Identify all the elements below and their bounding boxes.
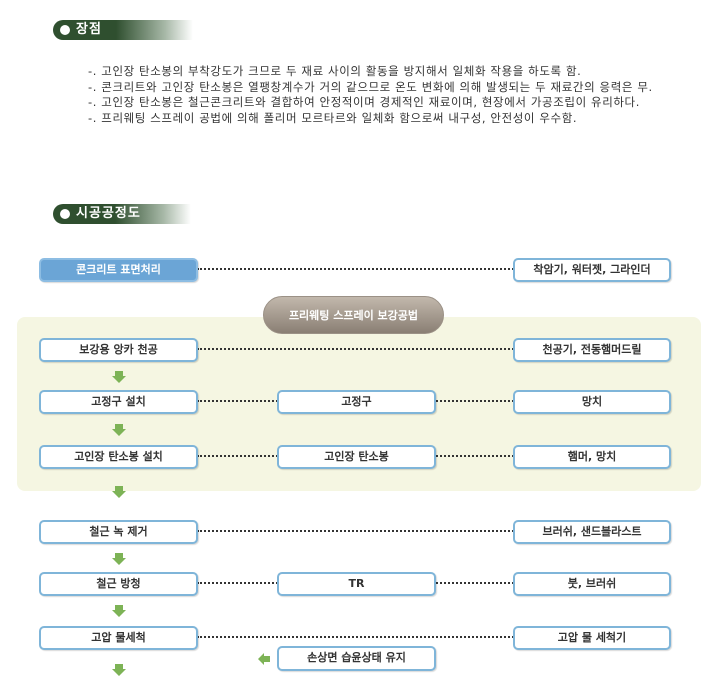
- bullet-icon: [60, 209, 70, 219]
- tools-box-anchor-drilling: 천공기, 전동햄머드릴: [513, 338, 671, 362]
- connector-line: [197, 268, 514, 270]
- advantage-item: -. 콘크리트와 고인장 탄소봉은 열팽창계수가 거의 같으므로 온도 변화에 …: [88, 79, 653, 94]
- advantages-list: -. 고인장 탄소봉의 부착강도가 크므로 두 재료 사이의 활동을 방지해서 …: [88, 64, 714, 126]
- process-heading-text: 시공공정도: [76, 206, 141, 221]
- tools-box-surface-treatment: 착암기, 워터젯, 그라인더: [513, 258, 671, 282]
- tools-box-carbon-rod-install: 햄머, 망치: [513, 445, 671, 469]
- advantages-heading: 장점: [53, 20, 193, 40]
- down-arrow-icon: [112, 664, 126, 676]
- process-heading: 시공공정도: [53, 204, 191, 224]
- down-arrow-icon: [112, 371, 126, 383]
- tools-box-rust-removal: 브러쉬, 샌드블라스트: [513, 520, 671, 544]
- down-arrow-icon: [112, 486, 126, 498]
- left-arrow-icon: [258, 653, 270, 665]
- step-box-carbon-rod-install: 고인장 탄소봉 설치: [39, 445, 198, 469]
- step-box-anchor-drilling: 보강용 앙카 천공: [39, 338, 198, 362]
- down-arrow-icon: [112, 553, 126, 565]
- material-box-fixture: 고정구: [277, 390, 436, 414]
- step-box-high-pressure-wash: 고압 물세척: [39, 626, 198, 650]
- connector-line: [197, 636, 514, 638]
- down-arrow-icon: [112, 605, 126, 617]
- connector-line: [197, 348, 514, 350]
- bullet-icon: [60, 25, 70, 35]
- advantages-heading-text: 장점: [76, 22, 102, 37]
- tools-box-high-pressure-wash: 고압 물 세척기: [513, 626, 671, 650]
- tools-box-fixture-install: 망치: [513, 390, 671, 414]
- step-box-surface-treatment: 콘크리트 표면처리: [39, 258, 198, 282]
- step-box-fixture-install: 고정구 설치: [39, 390, 198, 414]
- advantage-item: -. 고인장 탄소봉은 철근콘크리트와 결합하여 안정적이며 경제적인 재료이며…: [88, 95, 640, 109]
- advantage-item: -. 프리웨팅 스프레이 공법에 의해 폴리머 모르타르와 일체화 함으로써 내…: [88, 110, 578, 125]
- material-box-tr: TR: [277, 572, 436, 596]
- step-box-rebar-anticorrosion: 철근 방청: [39, 572, 198, 596]
- connector-line: [197, 530, 514, 532]
- method-label: 프리웨팅 스프레이 보강공법: [263, 296, 444, 334]
- note-box-keep-wet: 손상면 습윤상태 유지: [277, 646, 436, 671]
- down-arrow-icon: [112, 424, 126, 436]
- tools-box-rebar-anticorrosion: 붓, 브러쉬: [513, 572, 671, 596]
- advantage-item: -. 고인장 탄소봉의 부착강도가 크므로 두 재료 사이의 활동을 방지해서 …: [88, 64, 582, 78]
- material-box-carbon-rod: 고인장 탄소봉: [277, 445, 436, 469]
- step-box-rust-removal: 철근 녹 제거: [39, 520, 198, 544]
